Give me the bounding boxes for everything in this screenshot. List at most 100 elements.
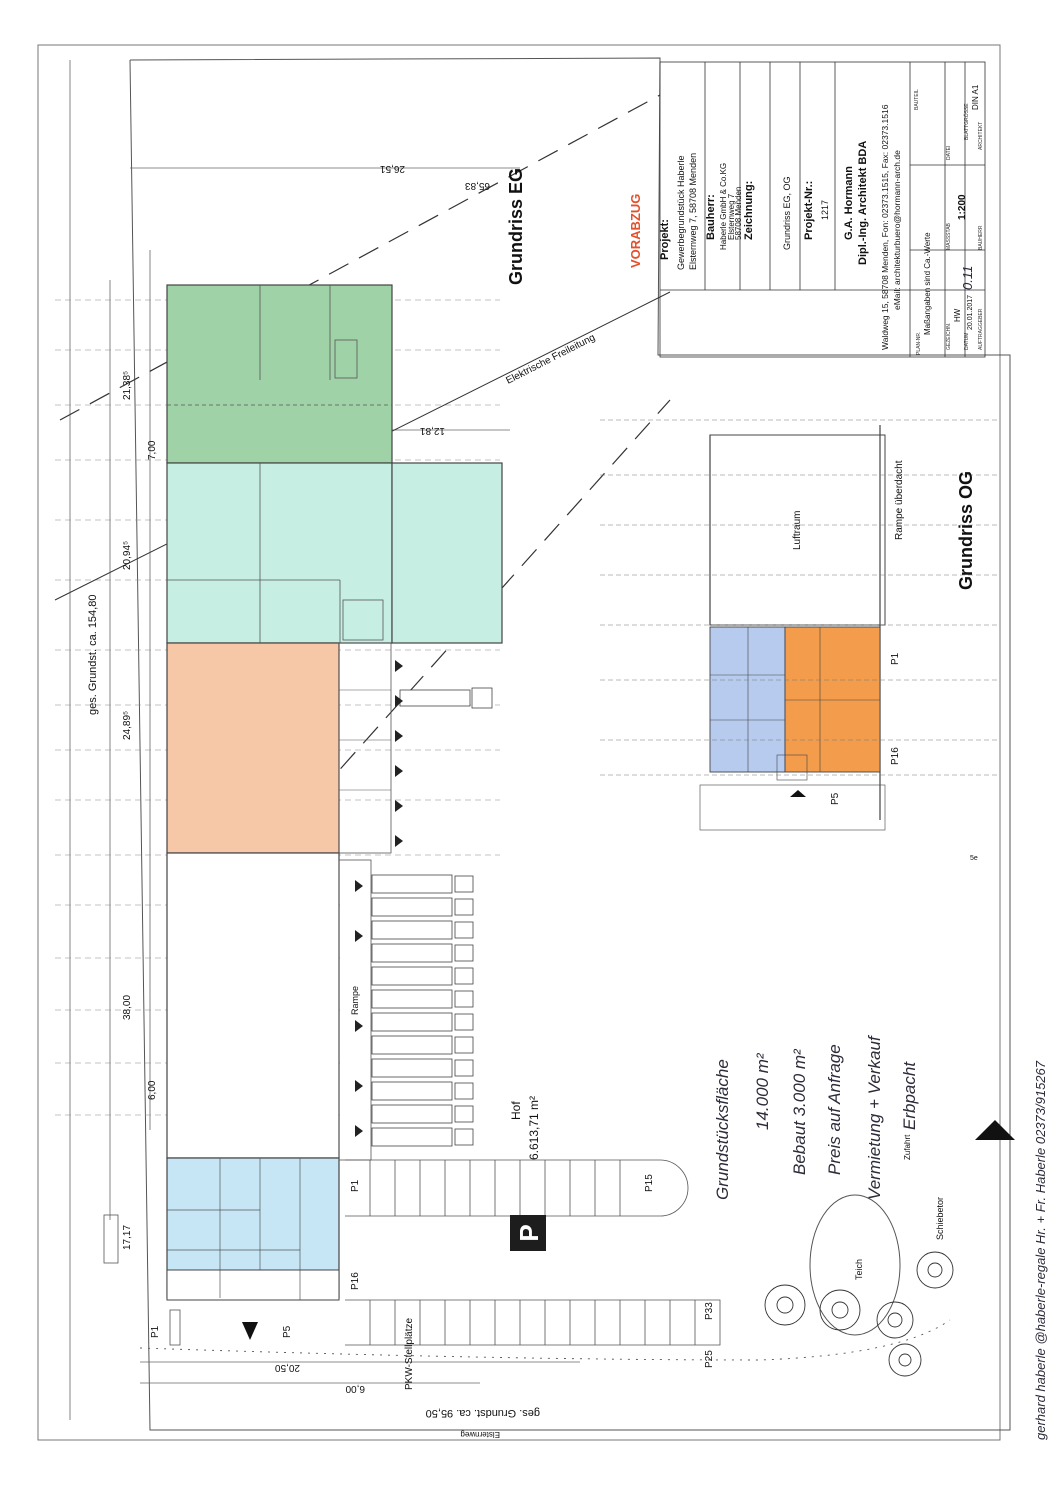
perimeter-fence [139, 1319, 951, 1361]
dim-6583: 65,83 [465, 180, 490, 191]
architect-title: Dipl.-Ing. Architekt BDA [857, 141, 869, 265]
projekt-nr-value: 1217 [820, 200, 830, 220]
index-handwritten: 0.11 [960, 266, 975, 290]
handwritten-note-4: Preis auf Anfrage [825, 1044, 844, 1175]
parking-label: P1 [890, 652, 901, 665]
blattgroesse-label: BLATTGRÖSSE [963, 103, 970, 140]
hall-green [166, 284, 393, 464]
datum-value: 20.01.2017 [967, 295, 974, 330]
bauherr-small-label: BAUHERR [978, 225, 984, 250]
handwritten-margin-note: gerhard haberle @haberle-regale Hr. + Fr… [1033, 1060, 1048, 1440]
architect-address: Waldweg 15, 58708 Menden, Fon: 02373.151… [880, 104, 890, 350]
car-park [103, 1159, 721, 1346]
hall-orange [166, 642, 340, 854]
dim-600a: 6,00 [147, 1080, 158, 1100]
dim-2651: 26,51 [380, 163, 405, 174]
architect-email: eMail: architekturbuero@hormann-arch.de [892, 150, 902, 310]
label-luftraum: Luftraum [792, 511, 803, 550]
title-grundriss-og: Grundriss OG [956, 471, 976, 590]
zeichnung-value: Grundriss EG, OG [782, 176, 792, 250]
parking-label: P1 [350, 1179, 361, 1192]
plan-nr-label: PLAN-NR. [916, 332, 922, 355]
trees [764, 1251, 954, 1377]
bauherr-line2: Elsternweg 7 [727, 193, 736, 240]
architekt-label: ARCHITEKT [978, 122, 984, 150]
parking-label: P33 [704, 1302, 715, 1320]
label-freileitung: Elektrische Freileitung [504, 332, 597, 386]
handwritten-note-2: 14.000 m² [753, 1052, 772, 1130]
stamp-vorabzug: VORABZUG [628, 194, 643, 268]
label-rampe-ueberdacht: Rampe überdacht [894, 460, 905, 540]
datei-label: DATEI [946, 146, 952, 160]
label-hof-area: 6.613,71 m² [527, 1096, 541, 1160]
label-hof: Hof [509, 1101, 523, 1120]
bauherr-label: Bauherr: [705, 194, 717, 240]
dim-700: 7,00 [147, 440, 158, 460]
handwritten-note-3: Bebaut 3.000 m² [790, 1048, 809, 1175]
label-teich: Teich [854, 1259, 864, 1280]
architect-name: G.A. Hormann [843, 166, 855, 240]
property-boundary [129, 57, 1011, 1431]
entrance-arrow-1 [975, 1120, 1015, 1140]
bauteil-value: Maßangaben sind Ca.-Werte [923, 232, 932, 335]
hall-mint-annex [391, 462, 503, 644]
parking-label: P25 [704, 1350, 715, 1368]
pond [809, 1194, 901, 1336]
sheet-border [37, 44, 1001, 1441]
projekt-label: Projekt: [659, 219, 671, 260]
auftraggeber-label: AUFTRAGGEBER [978, 308, 984, 350]
hall-mint [166, 462, 393, 644]
gezeichnet-label: GEZEICHN. [946, 323, 952, 350]
blattgroesse-value: DIN A1 [971, 84, 980, 110]
zeichnung-label: Zeichnung: [743, 181, 755, 240]
building-og [600, 419, 1000, 831]
bauherr-line1: Haberle GmbH & Co.KG [719, 163, 728, 250]
parking-label: P5 [282, 1325, 293, 1338]
label-ges-grundst-long: ges. Grundst. ca. 154,80 [87, 595, 99, 715]
entrance-arrow-2 [242, 1322, 258, 1340]
office-white [166, 1269, 340, 1301]
label-ges-grundst-short: ges. Grundst. ca. 95,50 [426, 1407, 540, 1419]
label-zufahrt: Zufahrt [903, 1134, 912, 1160]
label-rampe: Rampe [350, 986, 360, 1015]
massstab-value: 1:200 [957, 194, 968, 220]
power-line-dashed-1 [59, 94, 661, 421]
parking-sign [510, 1215, 546, 1251]
og-entrance-arrow [790, 790, 806, 797]
parking-label: P16 [890, 747, 901, 765]
massstab-label: MASSSTAB [946, 222, 952, 250]
datum-label: DATUM [964, 333, 970, 350]
parking-sign-letter: P [514, 1224, 544, 1241]
building-eg [166, 284, 503, 1301]
dim-1281: 12,81 [420, 425, 445, 436]
projekt-nr-label: Projekt-Nr.: [803, 181, 815, 240]
handwritten-note-6: Erbpacht [900, 1061, 919, 1130]
loading-area [338, 660, 493, 1161]
bauherr-line3: 58708 Menden [734, 187, 743, 240]
dim-600b: 6,00 [345, 1383, 365, 1394]
dim-2489: 24,89⁵ [122, 711, 133, 740]
label-section-5e: 5e [970, 855, 978, 862]
dim-2050: 20,50 [275, 1362, 300, 1373]
bauteil-label: BAUTEIL [914, 89, 920, 110]
projekt-line1: Gewerbegrundstück Haberle [676, 155, 686, 270]
og-blue-block [709, 626, 786, 773]
handwritten-note-1: Grundstücksfläche [713, 1059, 732, 1200]
label-elsternweg: Elsternweg [460, 1430, 500, 1439]
dim-3800: 38,00 [122, 995, 133, 1020]
dim-2094: 20,94⁵ [122, 541, 133, 570]
parking-label: P5 [830, 792, 841, 805]
label-schiebetor: Schiebetor [935, 1197, 945, 1240]
handwritten-note-5: Vermietung + Verkauf [865, 1034, 884, 1200]
projekt-line2: Elsternweg 7, 58708 Menden [688, 153, 698, 270]
parking-label: P16 [350, 1272, 361, 1290]
hall-white [166, 852, 340, 1159]
dim-21385: 21,38⁵ [122, 371, 133, 400]
title-block [659, 61, 986, 358]
og-orange-block [784, 626, 881, 773]
gezeichnet-value: HW [953, 308, 962, 322]
title-grundriss-eg: Grundriss EG [506, 168, 526, 285]
label-pkw: PKW-Stellplätze [404, 1317, 415, 1390]
parking-label: P15 [644, 1174, 655, 1192]
